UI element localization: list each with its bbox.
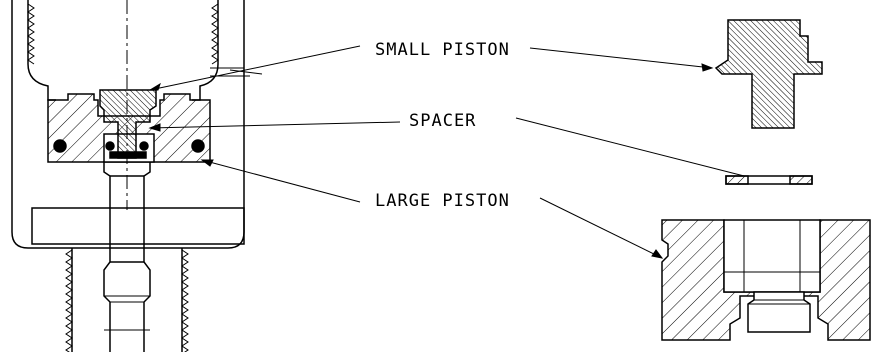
arrow-small-piston <box>148 63 714 91</box>
assembly-section-view <box>11 0 263 352</box>
spacer-part <box>725 175 813 185</box>
upper-thread-right <box>211 3 219 65</box>
leader-lines <box>148 45 753 259</box>
leader-small-piston-part <box>529 47 713 69</box>
small-piston-part <box>714 19 823 129</box>
lower-thread-left <box>65 249 73 352</box>
label-spacer: SPACER <box>409 111 476 131</box>
leader-large-piston-assembly <box>201 159 361 203</box>
leader-large-piston-part <box>539 197 663 259</box>
outlet-stem <box>103 162 151 352</box>
housing-bore <box>27 0 219 101</box>
lower-thread-right <box>181 249 189 352</box>
housing-flange <box>31 207 245 245</box>
leader-spacer-part <box>515 117 753 179</box>
housing-outline <box>11 0 245 249</box>
leader-small-piston-assembly <box>149 45 361 91</box>
o-ring-inner-left <box>105 141 115 151</box>
lower-fitting-wall <box>71 248 183 352</box>
arrow-spacer <box>148 123 161 132</box>
spacer-section <box>109 151 147 159</box>
o-ring-left <box>53 139 67 153</box>
leader-spacer-assembly <box>149 121 401 129</box>
o-ring-right <box>191 139 205 153</box>
upper-thread-left <box>27 3 35 65</box>
o-ring-inner-right <box>139 141 149 151</box>
label-small-piston: SMALL PISTON <box>375 40 510 60</box>
large-piston-part <box>661 219 871 341</box>
label-large-piston: LARGE PISTON <box>375 191 510 211</box>
arrow-large-piston <box>200 159 664 259</box>
